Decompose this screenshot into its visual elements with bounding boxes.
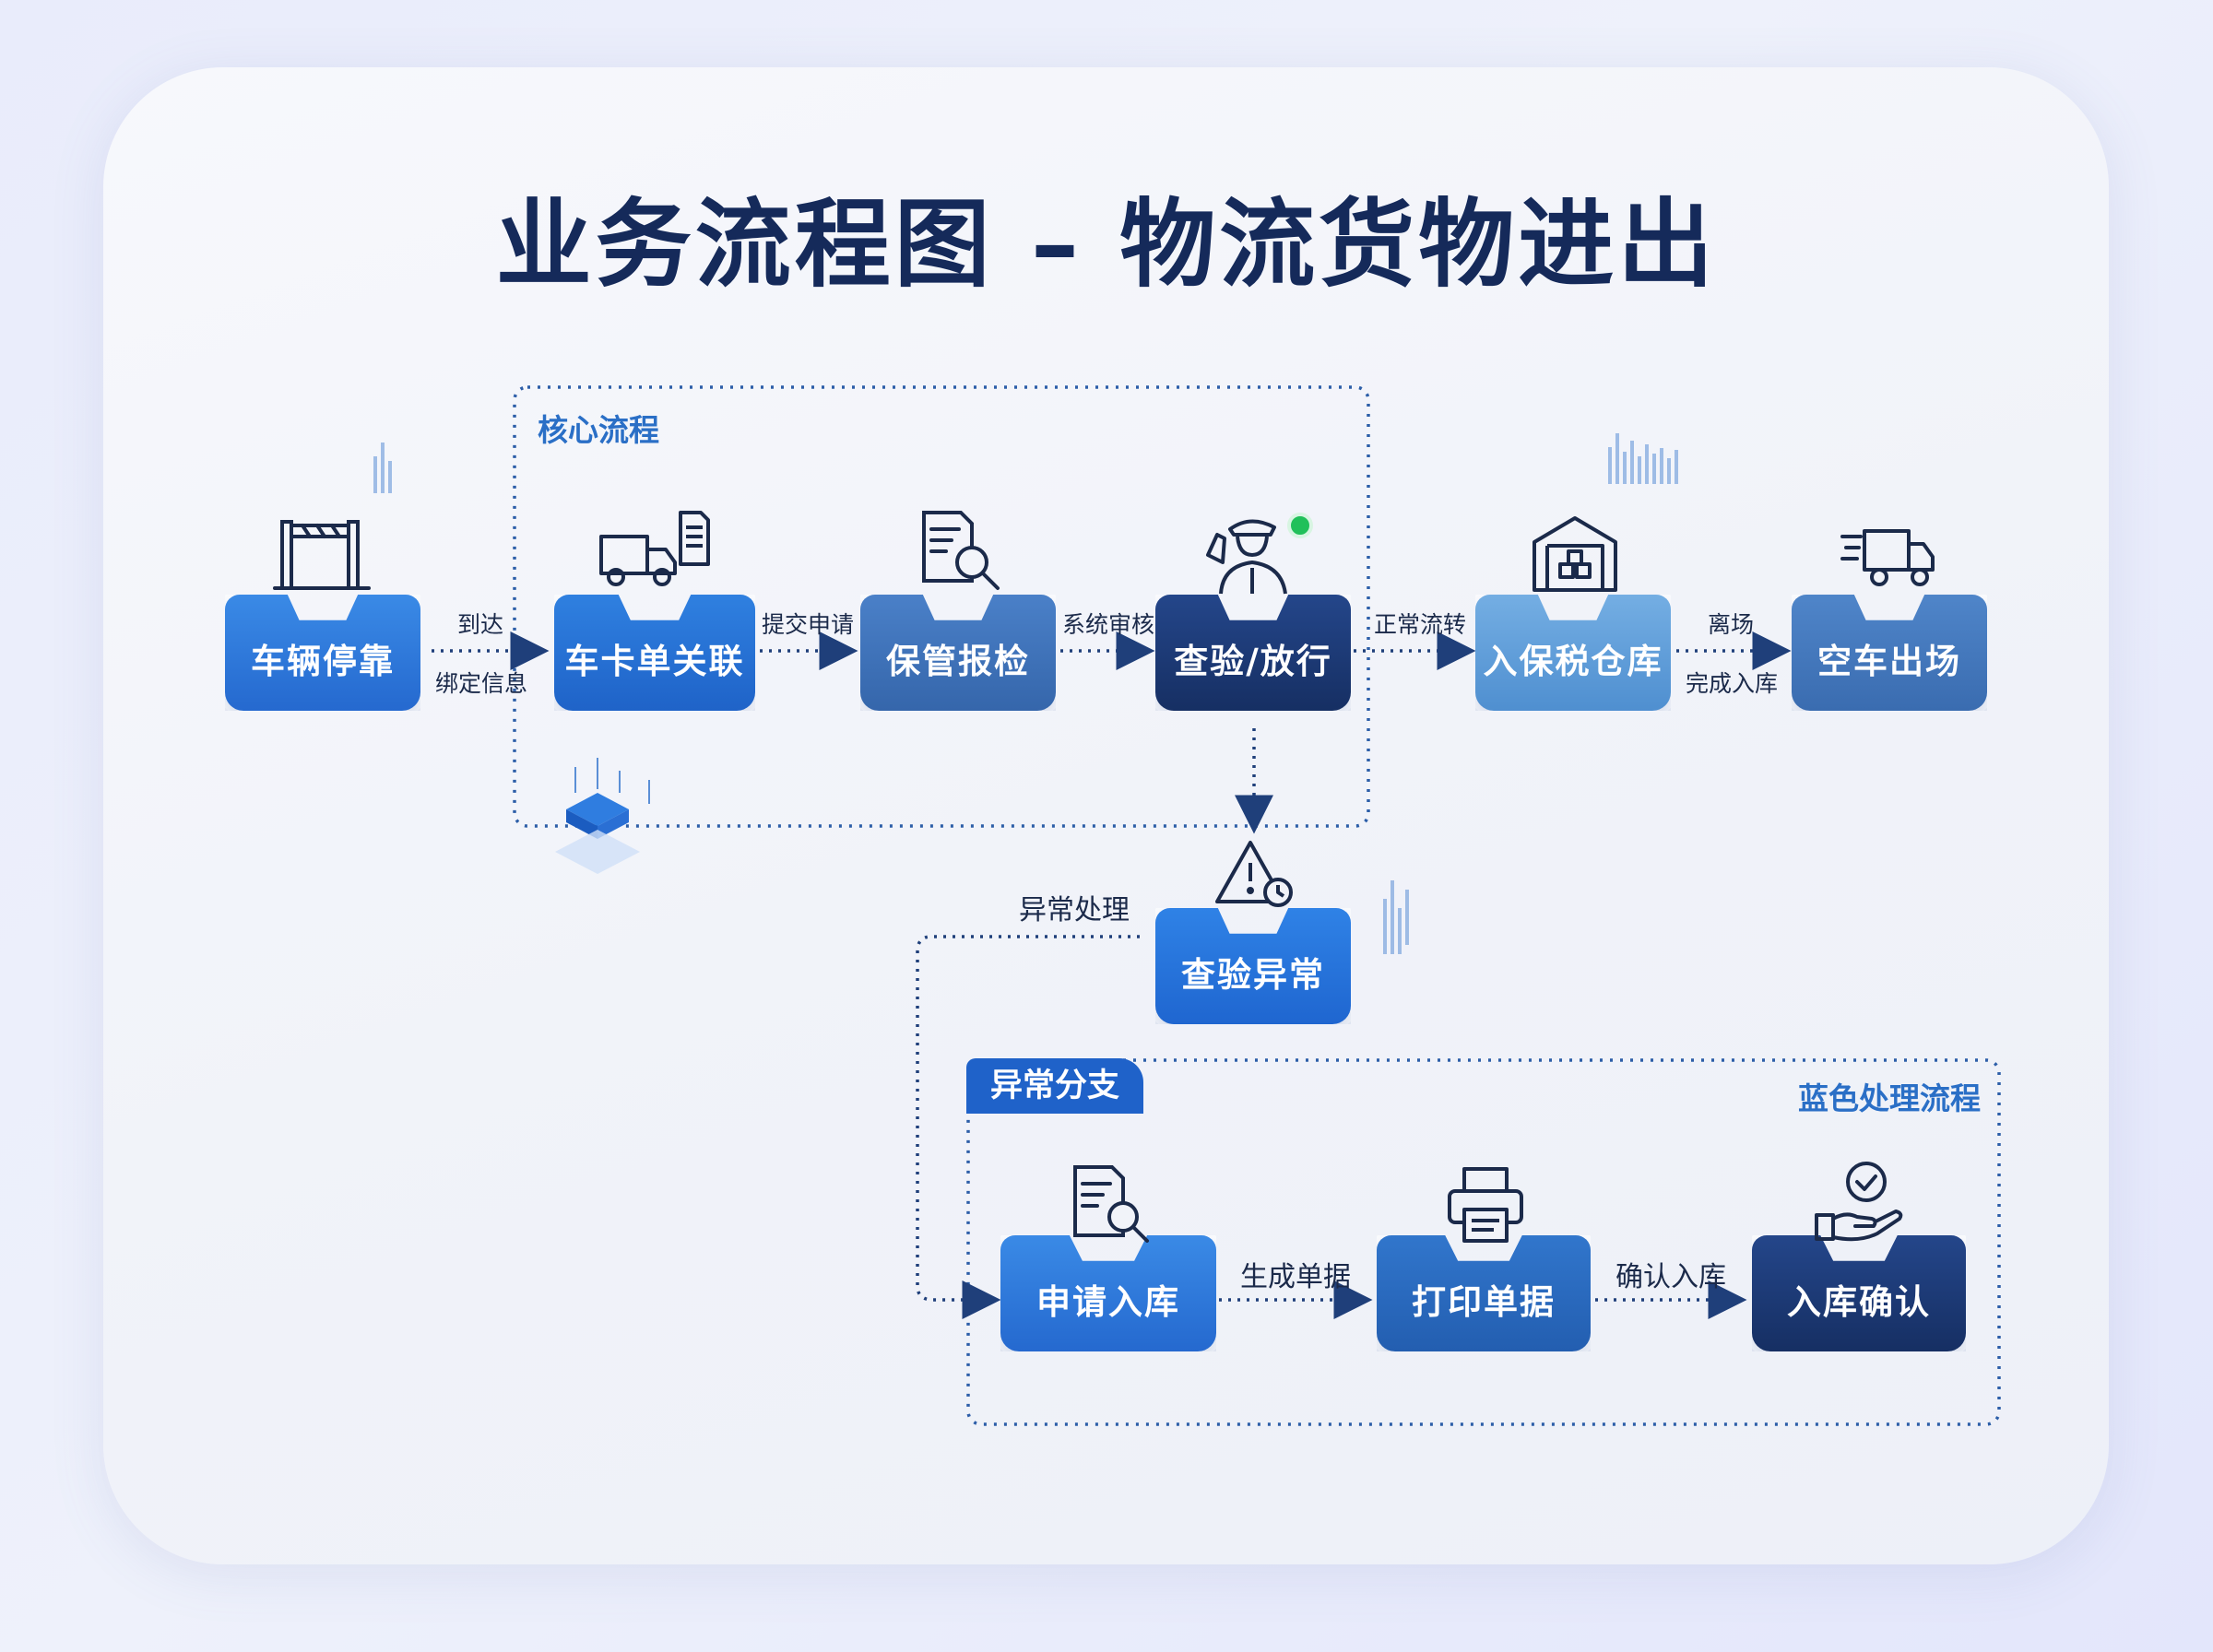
edge-label-leave: 离场 <box>1708 611 1755 638</box>
node-truck-link: 车卡单关联 <box>554 595 755 711</box>
printer-icon <box>1448 1167 1523 1243</box>
node-label: 查验/放行 <box>1174 642 1332 681</box>
warehouse-icon <box>1533 516 1617 592</box>
customs-officer-icon <box>1206 513 1313 595</box>
node-label: 申请入库 <box>1036 1282 1180 1322</box>
barrier-gate-icon <box>273 520 371 590</box>
edge-label-bind-info: 绑定信息 <box>435 670 528 697</box>
node-vehicle-park: 车辆停靠 <box>225 595 420 711</box>
exception-tab-label: 异常分支 <box>966 1058 1143 1114</box>
core-group-label: 核心流程 <box>538 412 659 448</box>
hand-check-icon <box>1815 1162 1903 1242</box>
edge-label-arrive: 到达 <box>457 611 504 638</box>
node-label: 车卡单关联 <box>564 642 745 681</box>
core-group-frame <box>513 385 1370 828</box>
exception-group-frame <box>966 1058 2001 1426</box>
node-label: 保管报检 <box>886 642 1030 681</box>
node-apply-storage: 申请入库 <box>1000 1235 1216 1351</box>
document-search-icon <box>922 511 1000 590</box>
edge-label-submit-apply: 提交申请 <box>762 611 855 638</box>
chip-decoration <box>555 758 650 874</box>
node-label: 查验异常 <box>1181 955 1325 995</box>
node-label: 打印单据 <box>1412 1282 1556 1322</box>
blue-process-label: 蓝色处理流程 <box>1798 1080 1981 1116</box>
edge-exception-apply <box>916 935 1140 1319</box>
node-inspect-release: 查验/放行 <box>1155 595 1351 711</box>
node-label: 空车出场 <box>1817 642 1961 681</box>
decorative-data-bars <box>373 433 1678 954</box>
edge-label-complete-storage: 完成入库 <box>1686 670 1779 697</box>
node-label: 车辆停靠 <box>251 642 395 681</box>
edge-label-system-review: 系统审核 <box>1062 611 1155 638</box>
warning-clock-icon <box>1215 841 1293 907</box>
node-label: 入保税仓库 <box>1483 642 1663 681</box>
page-title: 业务流程图 – 物流货物进出 <box>495 188 1718 301</box>
edge-label-exception-handle: 异常处理 <box>1019 894 1130 926</box>
edge-label-normal-flow: 正常流转 <box>1374 611 1467 638</box>
node-custody-declare: 保管报检 <box>860 595 1056 711</box>
fast-truck-icon <box>1840 529 1935 586</box>
edge-label-generate-docs: 生成单据 <box>1240 1261 1351 1293</box>
node-label: 入库确认 <box>1787 1282 1931 1322</box>
edge-label-confirm-storage: 确认入库 <box>1615 1261 1726 1293</box>
truck-document-icon <box>599 511 710 586</box>
document-search-icon <box>1073 1165 1149 1243</box>
